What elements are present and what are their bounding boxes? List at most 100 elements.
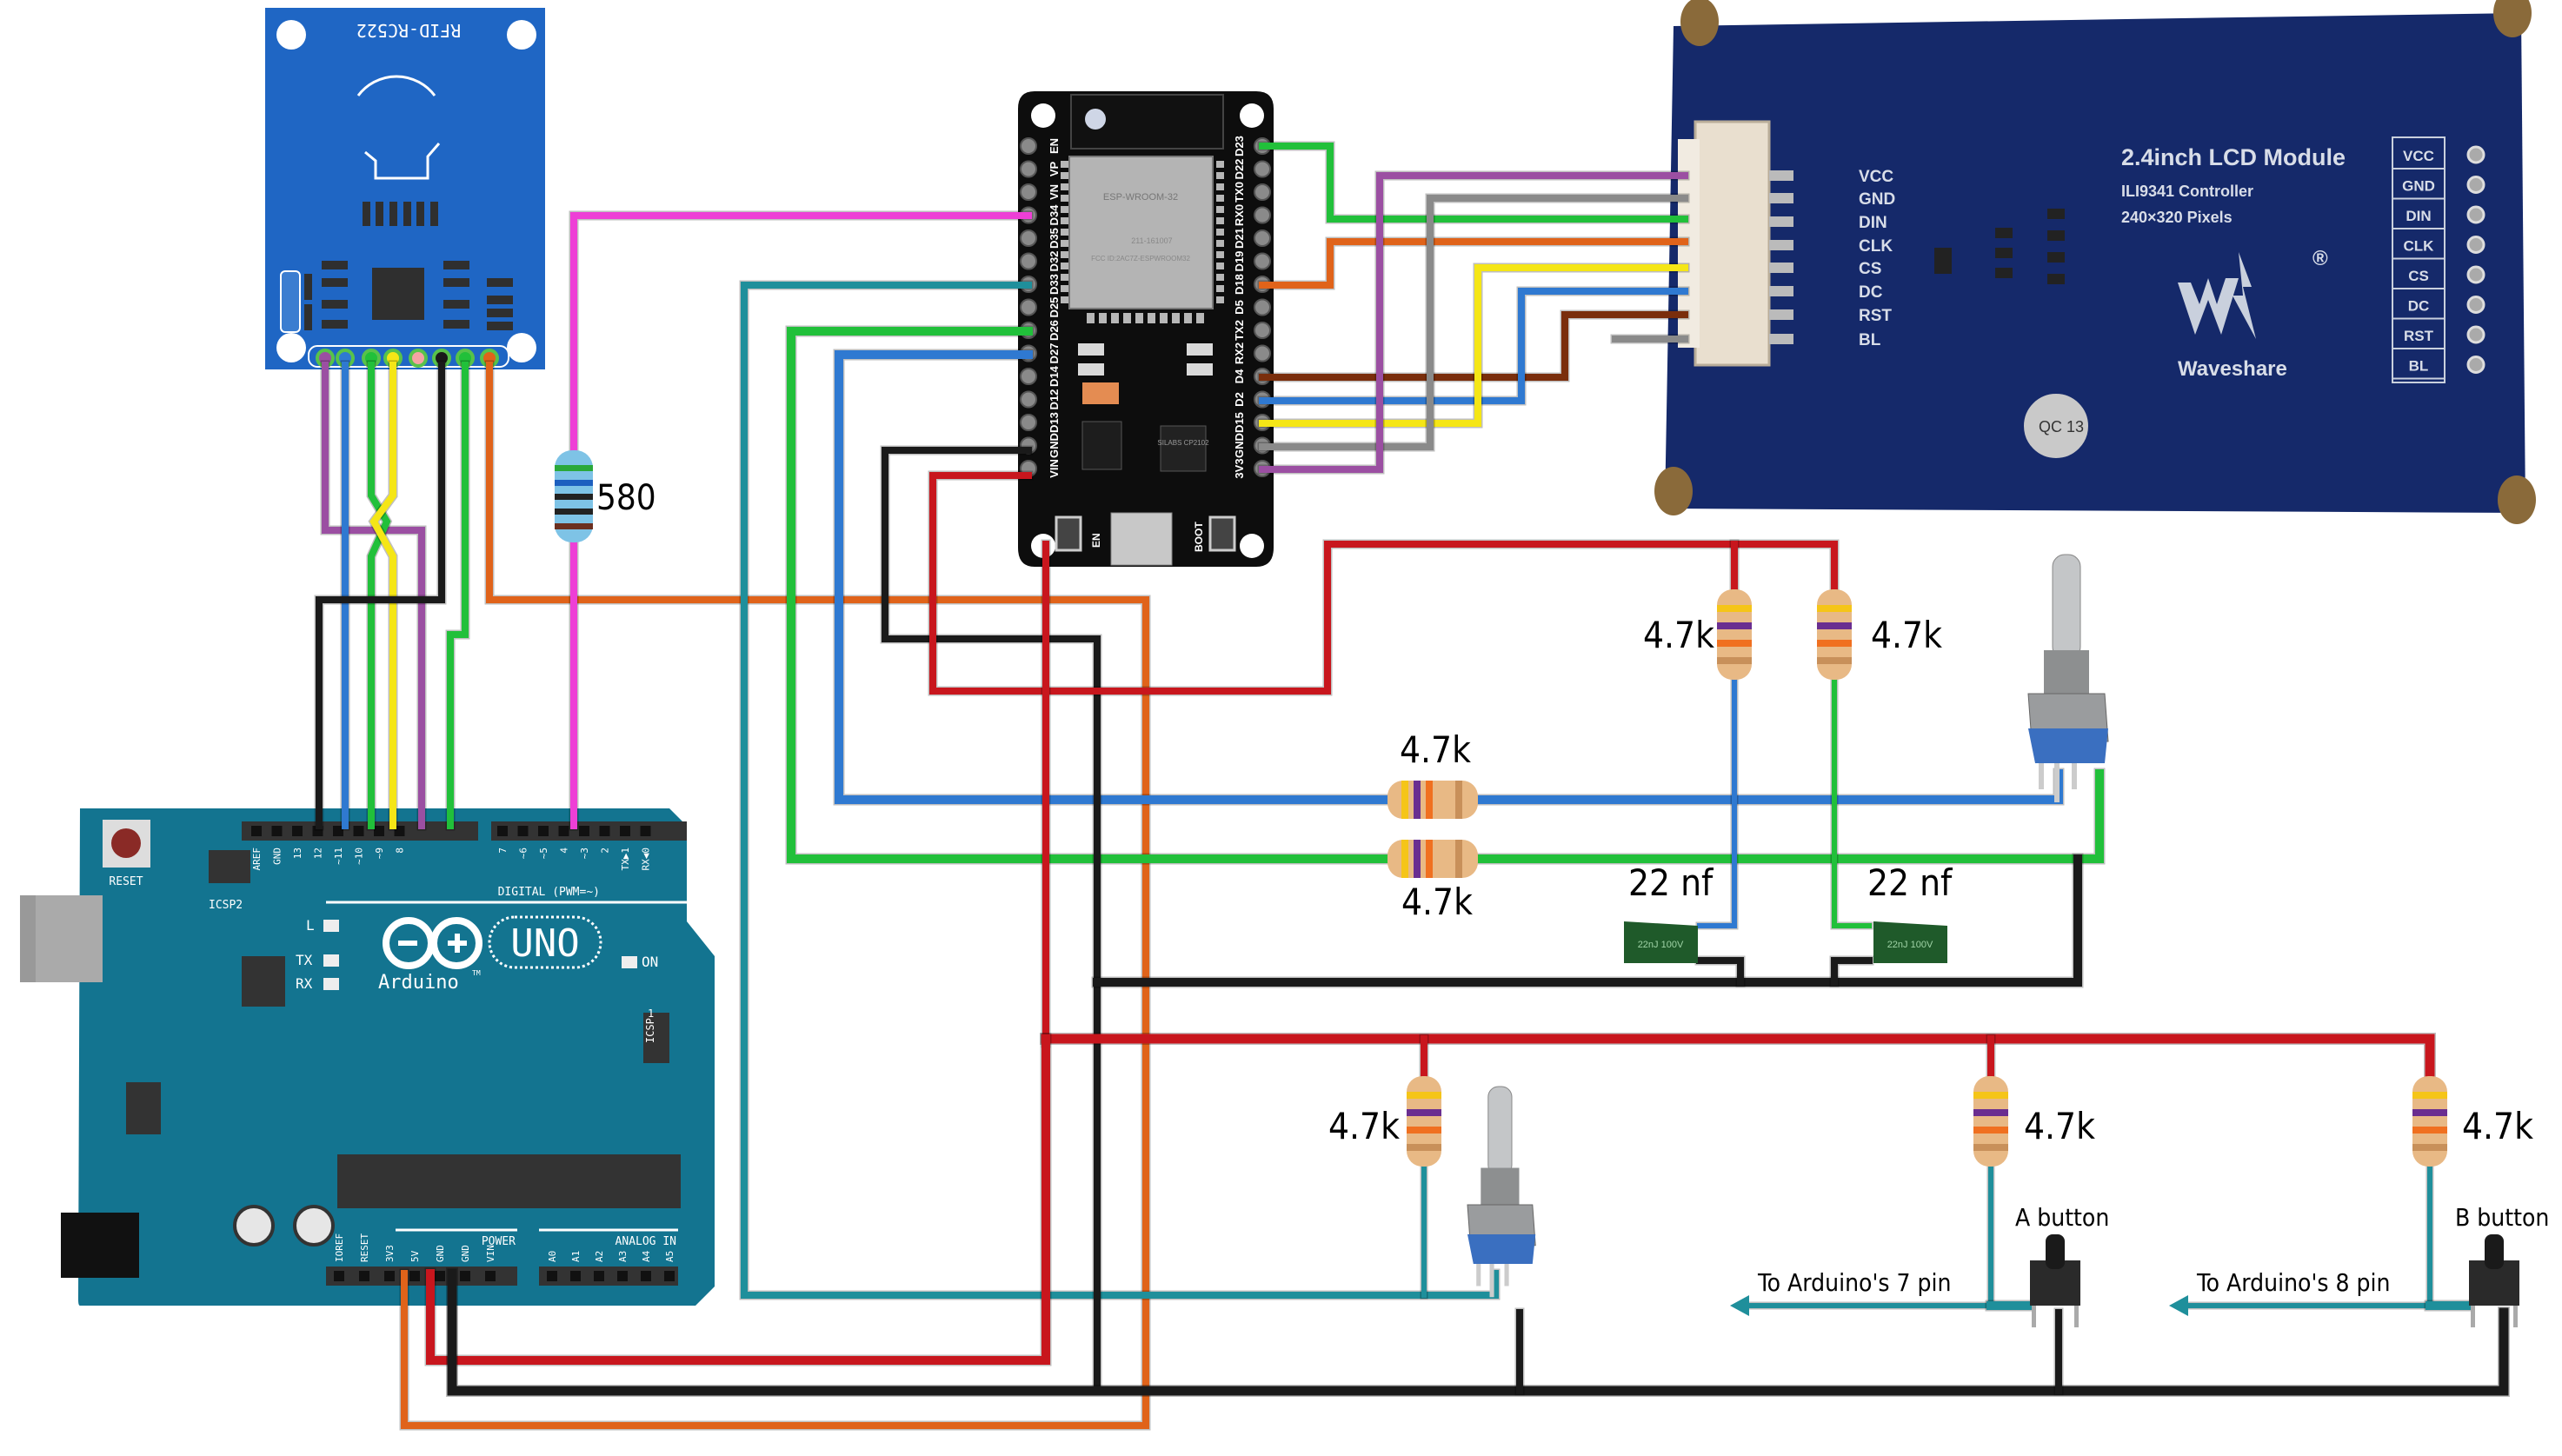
module-pad	[1099, 313, 1107, 323]
rotary-encoder-top	[2027, 554, 2109, 802]
lcd-side-pin-hole	[2466, 145, 2485, 164]
capacitor-body	[1873, 921, 1947, 963]
wire-rfid-rst	[447, 362, 469, 829]
micro-usb-port[interactable]	[1110, 512, 1173, 566]
esp32-pin-label: D34	[1048, 204, 1061, 226]
arduino-uno: RESET ICSP2 ICSP 1 UNO Arduino TM L TX R…	[20, 808, 715, 1306]
resistor-label: 4.7k	[1643, 614, 1714, 656]
usb-chip	[242, 956, 285, 1007]
esp32-pin	[1254, 322, 1271, 339]
wire-gnd-cap-right	[1831, 957, 1873, 986]
wire-red-bottom-bus-outline	[1040, 1033, 2436, 1088]
resistor-band	[555, 509, 593, 515]
power-pin-label: RESET	[359, 1233, 370, 1262]
capacitor-marking: 22nJ 100V	[1638, 940, 1684, 950]
module-pad	[1216, 206, 1224, 213]
reset-label: RESET	[109, 875, 143, 888]
lcd-connector-pin	[1769, 263, 1793, 273]
lcd-side-pin-hole	[2466, 265, 2485, 284]
power-pin-socket	[334, 1271, 344, 1281]
reset-button-cap[interactable]	[111, 828, 141, 858]
resistor-band	[1414, 781, 1421, 819]
en-button[interactable]	[1055, 515, 1082, 552]
boot-button[interactable]	[1208, 515, 1236, 552]
digital-pin-socket	[538, 826, 549, 836]
lcd-brand: Waveshare	[2178, 357, 2287, 381]
resistor-band	[1717, 657, 1752, 664]
lcd-connector-pin	[1769, 193, 1793, 203]
resistor-label: 4.7k	[1400, 728, 1471, 771]
esp32-pin-label: D26	[1048, 320, 1061, 341]
resistor-band	[1401, 840, 1408, 878]
rotary-encoder-bottom	[1467, 1086, 1536, 1298]
capacitor-22nf-left: 22nJ 100V	[1624, 921, 1698, 963]
lcd-connector-pin-label: GND	[1859, 190, 1895, 209]
power-jack[interactable]	[61, 1213, 139, 1278]
esp32-pin-label: EN	[1048, 138, 1061, 154]
lcd-connector-pin-label: VCC	[1859, 168, 1893, 186]
digital-pin-label: 12	[313, 848, 324, 859]
resistor-4.7k-encoder	[1407, 1076, 1441, 1167]
resistor-body	[1407, 1076, 1441, 1167]
power-pin-label: IOREF	[334, 1233, 345, 1262]
resistor-label: 4.7k	[2024, 1105, 2095, 1147]
resistor-band	[1817, 640, 1852, 647]
analog-pin-socket	[594, 1271, 604, 1281]
resistor-band	[1407, 1127, 1441, 1134]
digital-pin-socket	[251, 826, 262, 836]
resistor-label: 4.7k	[1871, 614, 1942, 656]
esp32-pin-label: D35	[1048, 228, 1061, 249]
esp32-pin-label: D4	[1233, 369, 1246, 383]
esp32-pin-label: D13	[1048, 412, 1061, 433]
lcd-side-pin-hole	[2466, 356, 2485, 374]
tantalum-cap	[1082, 382, 1119, 404]
encoder-lead	[1476, 1264, 1481, 1286]
resistor-band	[555, 465, 593, 471]
digital-pin-label: 4	[559, 848, 570, 854]
led-l-label: L	[306, 917, 315, 934]
arrow-b-label: To Arduino's 8 pin	[2196, 1268, 2390, 1297]
digital-pin-label: 7	[497, 848, 509, 854]
encoder-lead	[2039, 763, 2044, 789]
module-pad	[1216, 296, 1224, 303]
esp32-pin-label: D25	[1048, 297, 1061, 318]
resistor-4.7k-button-b	[2412, 1076, 2447, 1167]
lcd-connector-pin	[1769, 309, 1793, 320]
wire-d26-encoder	[787, 327, 2104, 863]
registered-mark: ®	[2312, 247, 2328, 270]
arduino-logo-icon	[383, 917, 482, 969]
resistor-band	[1455, 840, 1462, 878]
led-on	[622, 956, 637, 968]
esp32-pin	[1254, 160, 1271, 178]
lcd-resolution: 240×320 Pixels	[2121, 209, 2233, 226]
module-pad	[1061, 172, 1068, 179]
wire-rfid-sda	[322, 362, 425, 829]
module-label: ESP-WROOM-32	[1103, 192, 1178, 203]
standoff-icon	[1680, 0, 1719, 46]
wire-rfid-mosi	[368, 362, 391, 829]
wire-d23-din	[1259, 143, 1688, 223]
push-button-a[interactable]	[2030, 1234, 2080, 1327]
arrow-a-label: To Arduino's 7 pin	[1757, 1268, 1951, 1297]
lcd-side-pin-label: RST	[2404, 328, 2434, 344]
digital-pin-socket	[579, 826, 589, 836]
esp32-devkit: ESP-WROOM-32 211-161007 FCC ID:2AC7Z-ESP…	[1018, 91, 1274, 567]
power-pin-label: GND	[460, 1245, 471, 1262]
fcc-label: FCC ID:2AC7Z-ESPWROOM32	[1091, 255, 1190, 263]
wire-esp-vin	[929, 472, 1838, 695]
esp32-pin-label: GND	[1233, 433, 1246, 458]
digital-pin-label: ~6	[518, 848, 529, 859]
arrow-to-pin8-icon	[2169, 1295, 2188, 1316]
esp32-pin-label: GND	[1048, 433, 1061, 458]
module-pad	[1061, 263, 1068, 269]
push-button-b[interactable]	[2469, 1234, 2519, 1327]
esp32-pin	[1020, 160, 1037, 178]
resistor-body	[1973, 1076, 2008, 1167]
resistor-band	[1817, 605, 1852, 612]
wire-rfid-3v3	[401, 362, 1149, 1429]
analog-pin-label: A5	[664, 1251, 675, 1262]
digital-pin-label: ~3	[579, 848, 590, 859]
